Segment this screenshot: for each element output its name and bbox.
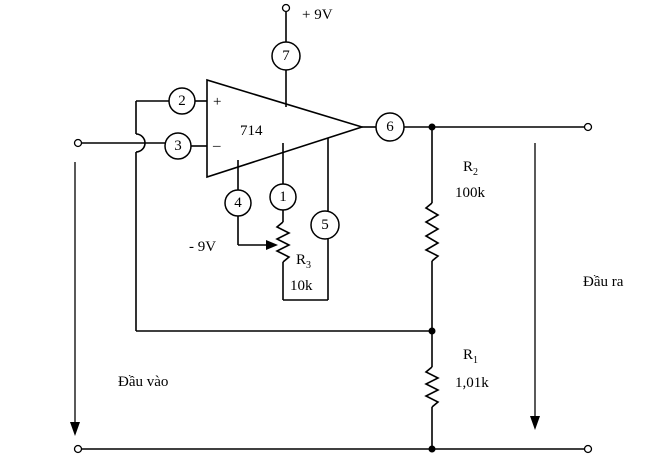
r1-subscript: 1 xyxy=(473,355,478,366)
supply-pos-label: + 9V xyxy=(302,7,333,23)
opamp-triangle xyxy=(206,78,365,179)
opamp-minus-sign: – xyxy=(212,138,221,154)
r3-name: R xyxy=(296,252,306,268)
r3-subscript: 3 xyxy=(306,260,311,271)
pin-7-label: 7 xyxy=(282,48,290,64)
r2-name: R xyxy=(463,159,473,175)
opamp-label: 714 xyxy=(240,123,263,139)
output-arrow-head xyxy=(530,416,540,430)
input-label: Đầu vào xyxy=(118,374,168,390)
output-label: Đầu ra xyxy=(583,274,624,290)
r3-resistor-symbol xyxy=(275,221,291,263)
r3-value: 10k xyxy=(290,278,313,294)
r3-label: R3 xyxy=(296,252,311,271)
r2-subscript: 2 xyxy=(473,167,478,178)
r2-value: 100k xyxy=(455,185,486,201)
pin-1-label: 1 xyxy=(279,189,287,205)
bottom-junction-dot xyxy=(428,445,436,453)
pin-3-label: 3 xyxy=(174,138,182,154)
pin-5-circle xyxy=(310,210,340,240)
pin-4-label: 4 xyxy=(234,195,242,211)
supply-neg-label: - 9V xyxy=(189,239,216,255)
r2-resistor-symbol xyxy=(424,202,440,262)
pin-5-label: 5 xyxy=(321,217,329,233)
r1-label: R1 xyxy=(463,347,478,366)
pin-2-label: 2 xyxy=(178,93,186,109)
opamp-plus-sign: + xyxy=(213,94,221,110)
output-terminal-bottom xyxy=(583,444,593,454)
input-arrow-head xyxy=(70,422,80,436)
r1-value: 1,01k xyxy=(455,375,489,391)
output-terminal-top xyxy=(583,122,593,132)
pin-6-label: 6 xyxy=(386,119,394,135)
input-terminal-top xyxy=(73,138,83,148)
supply-pos-terminal xyxy=(281,3,291,13)
r1-name: R xyxy=(463,347,473,363)
r1-resistor-symbol xyxy=(424,366,440,408)
r3-wiper-arrow xyxy=(266,240,278,250)
input-terminal-bottom xyxy=(73,444,83,454)
r2-label: R2 xyxy=(463,159,478,178)
